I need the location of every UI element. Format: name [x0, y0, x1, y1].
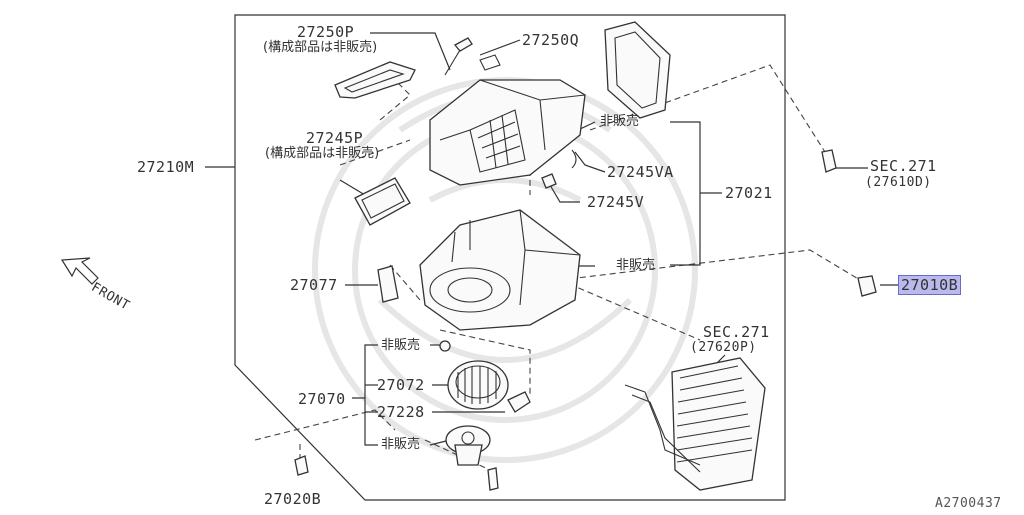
label-hibanbai-3: 非販売 [381, 338, 421, 353]
highlight-27010B: 27010B [898, 275, 962, 295]
label-27210M: 27210M [137, 158, 195, 176]
label-27228: 27228 [377, 403, 425, 421]
label-27010B: 27010B [898, 275, 962, 295]
label-27250Q: 27250Q [522, 31, 580, 49]
blower-case-part [419, 209, 581, 331]
label-sec271-a-ref: (27610D) [865, 175, 932, 190]
screw-27020b-part [294, 455, 309, 476]
bolt-sec271-part [821, 149, 837, 173]
intake-housing-part [429, 79, 586, 186]
label-27072: 27072 [377, 376, 425, 394]
assembly-frame [234, 14, 786, 501]
label-27245VA: 27245VA [607, 163, 674, 181]
grommet-part [541, 173, 557, 189]
bolt-27010b-part [857, 275, 877, 297]
label-hibanbai-2: 非販売 [616, 258, 656, 273]
front-arrow-icon [60, 257, 99, 285]
label-27245P: 27245P [306, 129, 364, 147]
label-sec271-b-ref: (27620P) [690, 340, 757, 355]
filter-frame-part [334, 61, 416, 99]
clip-part [479, 54, 501, 71]
label-27077: 27077 [290, 276, 338, 294]
label-27020B: 27020B [264, 490, 322, 508]
blower-motor-part [445, 425, 491, 466]
resistor-part [377, 265, 399, 303]
label-27245V: 27245V [587, 193, 645, 211]
nut-part [439, 340, 451, 352]
connector-part [507, 391, 531, 413]
label-hibanbai-1: 非販売 [600, 114, 640, 129]
label-27250P: 27250P [297, 23, 355, 41]
seal-part [571, 149, 577, 169]
filter-cover-part [604, 21, 671, 119]
label-hibanbai-4: 非販売 [381, 437, 421, 452]
blower-fan-part [447, 360, 509, 410]
label-sec271-a: SEC.271 [870, 157, 937, 175]
filter-element-part [354, 177, 411, 226]
image-code: A2700437 [935, 496, 1002, 511]
evaporator-part [624, 357, 766, 491]
label-27070: 27070 [298, 390, 346, 408]
label-sec271-b: SEC.271 [703, 323, 770, 341]
screw-part-bottom [487, 467, 499, 491]
label-27245P-note: (構成部品は非販売) [265, 146, 380, 161]
label-27021: 27021 [725, 184, 773, 202]
screw-part [453, 37, 473, 52]
label-27250P-note: (構成部品は非販売) [263, 40, 378, 55]
